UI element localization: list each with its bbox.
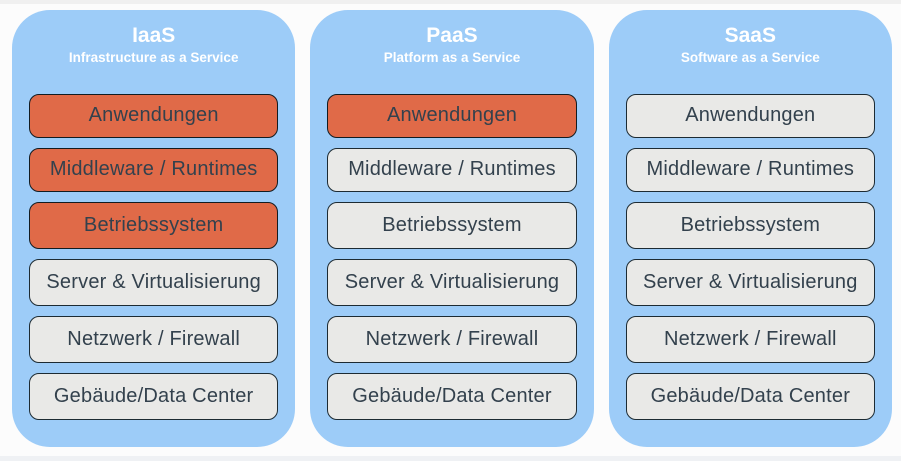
layer-betriebssystem: Betriebssystem [625,201,875,249]
layer-label: Netzwerk / Firewall [663,327,837,350]
layer-stack-paas: Anwendungen Middleware / Runtimes Betrie… [327,93,577,420]
layer-gebaeude-data-center: Gebäude/Data Center [29,372,279,420]
layer-netzwerk-firewall: Netzwerk / Firewall [29,315,279,363]
layer-label: Server & Virtualisierung [46,270,261,293]
layer-stack-iaas: Anwendungen Middleware / Runtimes Betrie… [29,93,279,420]
layer-middleware-runtimes: Middleware / Runtimes [327,147,577,192]
layer-label: Gebäude/Data Center [53,384,254,407]
layer-label: Betriebssystem [382,213,522,236]
layer-label: Betriebssystem [680,213,821,236]
layer-gebaeude-data-center: Gebäude/Data Center [625,372,875,420]
layer-middleware-runtimes: Middleware / Runtimes [625,147,875,192]
panel-title-saas: SaaS [724,24,776,47]
layer-server-virtualisierung: Server & Virtualisierung [327,258,577,306]
layer-gebaeude-data-center: Gebäude/Data Center [327,372,577,420]
panel-subtitle-saas: Software as a Service [680,50,820,66]
layer-server-virtualisierung: Server & Virtualisierung [29,258,279,306]
panel-saas: SaaS Software as a Service Anwendungen M… [608,10,892,447]
layer-middleware-runtimes: Middleware / Runtimes [29,147,279,192]
layer-label: Gebäude/Data Center [650,384,851,407]
panel-paas: PaaS Platform as a Service Anwendungen M… [310,10,594,447]
layer-label: Server & Virtualisierung [344,270,560,293]
layer-label: Anwendungen [88,104,219,127]
layer-label: Anwendungen [685,104,816,127]
top-edge-strip [0,0,901,4]
layer-label: Netzwerk / Firewall [67,327,241,350]
layer-stack-saas: Anwendungen Middleware / Runtimes Betrie… [625,93,875,420]
layer-label: Server & Virtualisierung [643,270,858,293]
layer-anwendungen: Anwendungen [29,93,279,138]
layer-betriebssystem: Betriebssystem [29,201,279,249]
layer-netzwerk-firewall: Netzwerk / Firewall [327,315,577,363]
layer-label: Middleware / Runtimes [348,158,556,181]
panel-title-paas: PaaS [426,24,478,47]
layer-server-virtualisierung: Server & Virtualisierung [625,258,875,306]
layer-label: Betriebssystem [83,213,224,236]
layer-label: Gebäude/Data Center [352,384,552,407]
bottom-edge-strip [0,456,901,461]
layer-label: Anwendungen [386,104,518,127]
layer-netzwerk-firewall: Netzwerk / Firewall [625,315,875,363]
panel-iaas: IaaS Infrastructure as a Service Anwendu… [12,10,296,447]
layer-label: Middleware / Runtimes [646,158,855,181]
layer-label: Netzwerk / Firewall [365,327,539,350]
panel-title-iaas: IaaS [132,24,176,47]
layer-anwendungen: Anwendungen [625,93,875,138]
layer-betriebssystem: Betriebssystem [327,201,577,249]
panel-subtitle-iaas: Infrastructure as a Service [68,50,239,66]
layer-anwendungen: Anwendungen [327,93,577,138]
layer-label: Middleware / Runtimes [49,158,258,181]
panel-subtitle-paas: Platform as a Service [383,50,521,66]
